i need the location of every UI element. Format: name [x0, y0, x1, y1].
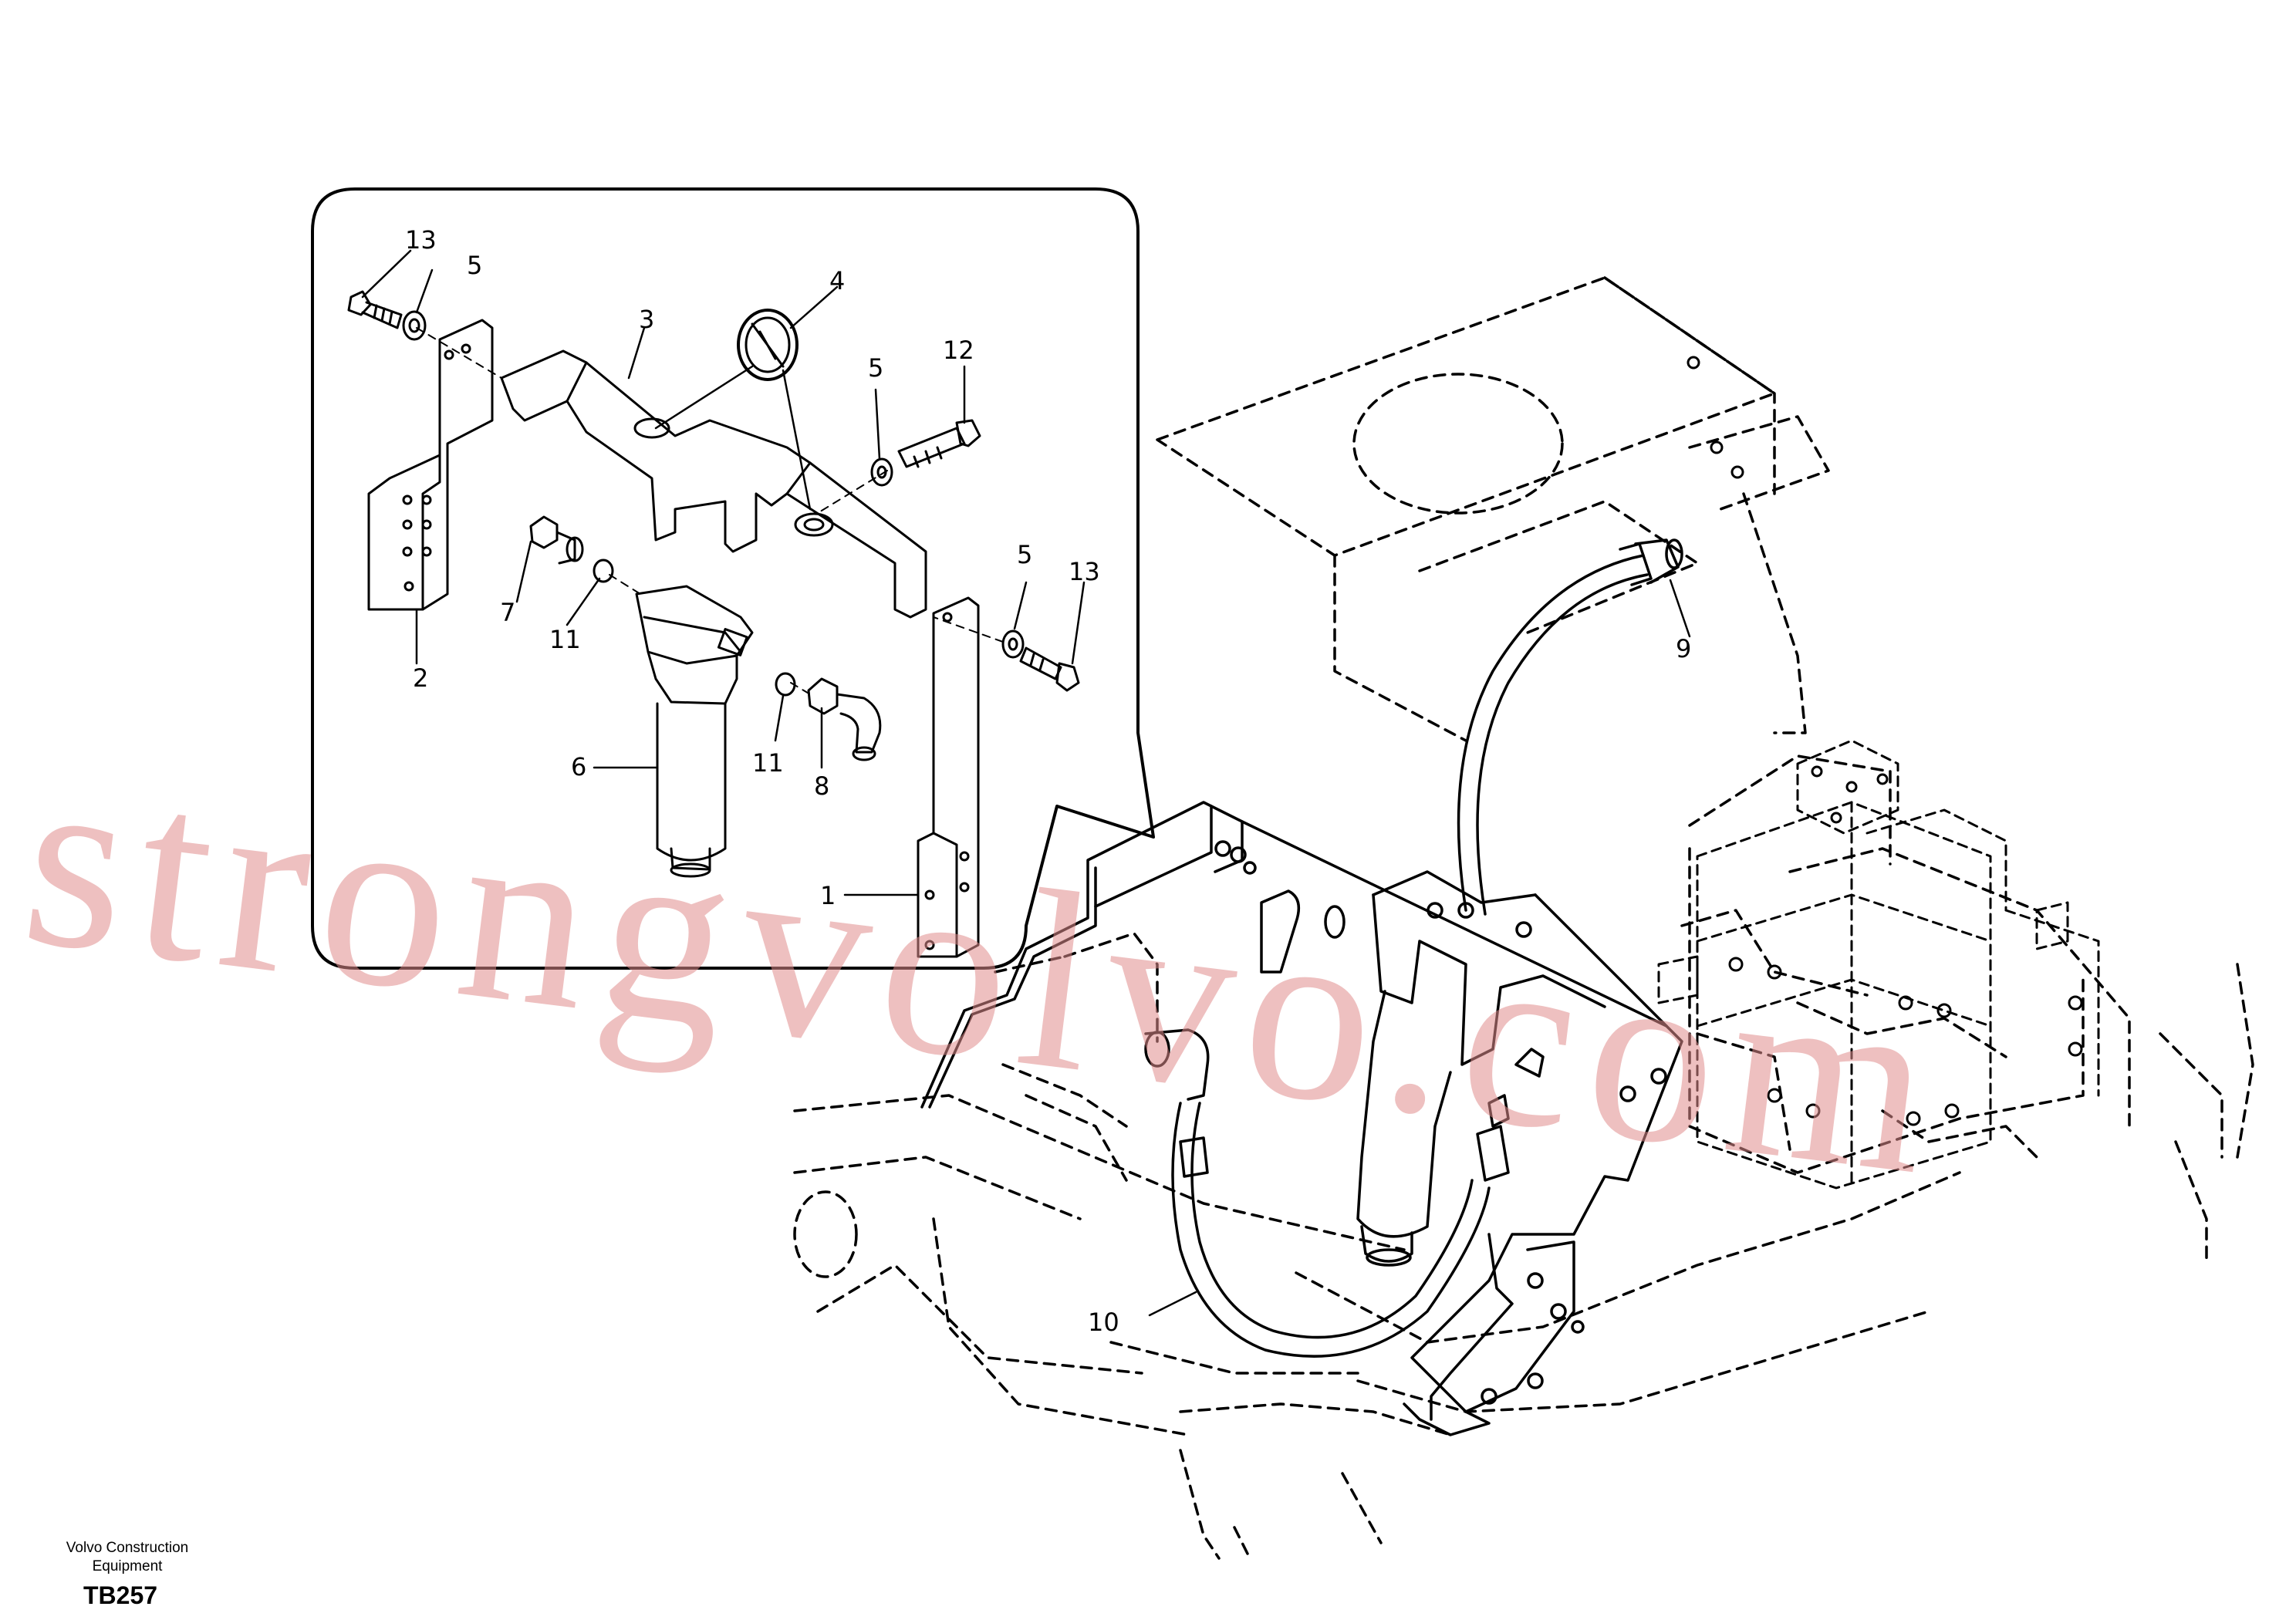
company-name-line-1: Volvo Construction — [66, 1540, 189, 1556]
callout-13-top: 13 — [405, 225, 437, 255]
washer-5-lower-right — [1001, 629, 1025, 659]
callout-8: 8 — [814, 771, 829, 801]
drawing-code: TB257 — [83, 1581, 158, 1609]
assembled-filter-unit — [920, 801, 1683, 1436]
fitting-7 — [529, 515, 584, 565]
callout-10: 10 — [1088, 1308, 1119, 1337]
leader-lines — [361, 249, 1691, 1317]
cap-4 — [737, 309, 799, 381]
company-name: Volvo Construction Equipment — [31, 1539, 224, 1576]
assembly-guides — [416, 327, 1004, 695]
control-valve-bolts — [1687, 356, 2083, 1126]
callout-13-lower: 13 — [1069, 557, 1100, 586]
company-name-line-2: Equipment — [92, 1558, 163, 1574]
bolt-13-lower — [1019, 646, 1080, 692]
elbow-fitting-8 — [807, 677, 882, 761]
callout-labels: 13 5 3 4 5 12 7 11 2 5 13 6 11 8 1 9 10 — [405, 225, 1691, 1337]
callout-6: 6 — [571, 752, 586, 781]
callout-12: 12 — [943, 336, 974, 365]
washer-5-right — [870, 457, 893, 487]
bracket-2 — [367, 319, 494, 611]
callout-1: 1 — [820, 881, 836, 910]
callout-5-right: 5 — [868, 353, 883, 383]
bracket-3 — [500, 349, 927, 619]
bolt-12 — [897, 419, 981, 468]
filter-6 — [635, 585, 754, 878]
washer-5-top-left — [402, 310, 427, 341]
hose-10 — [1171, 1102, 1510, 1358]
control-valve — [1657, 739, 2100, 1190]
callout-11-right: 11 — [752, 748, 784, 778]
callout-3: 3 — [639, 305, 654, 334]
o-ring-11-left — [593, 559, 614, 583]
callout-4: 4 — [829, 266, 845, 295]
callout-5-lower-right: 5 — [1017, 540, 1032, 569]
bracket-1 — [917, 596, 980, 958]
callout-7: 7 — [500, 598, 515, 627]
hose-9 — [1457, 538, 1683, 916]
callout-2: 2 — [413, 663, 428, 693]
callout-9: 9 — [1676, 634, 1691, 663]
detail-inset-frame — [311, 187, 1155, 970]
callout-11-left: 11 — [549, 625, 581, 654]
bolt-13-top — [347, 290, 403, 329]
callout-5-top-left: 5 — [467, 251, 482, 280]
